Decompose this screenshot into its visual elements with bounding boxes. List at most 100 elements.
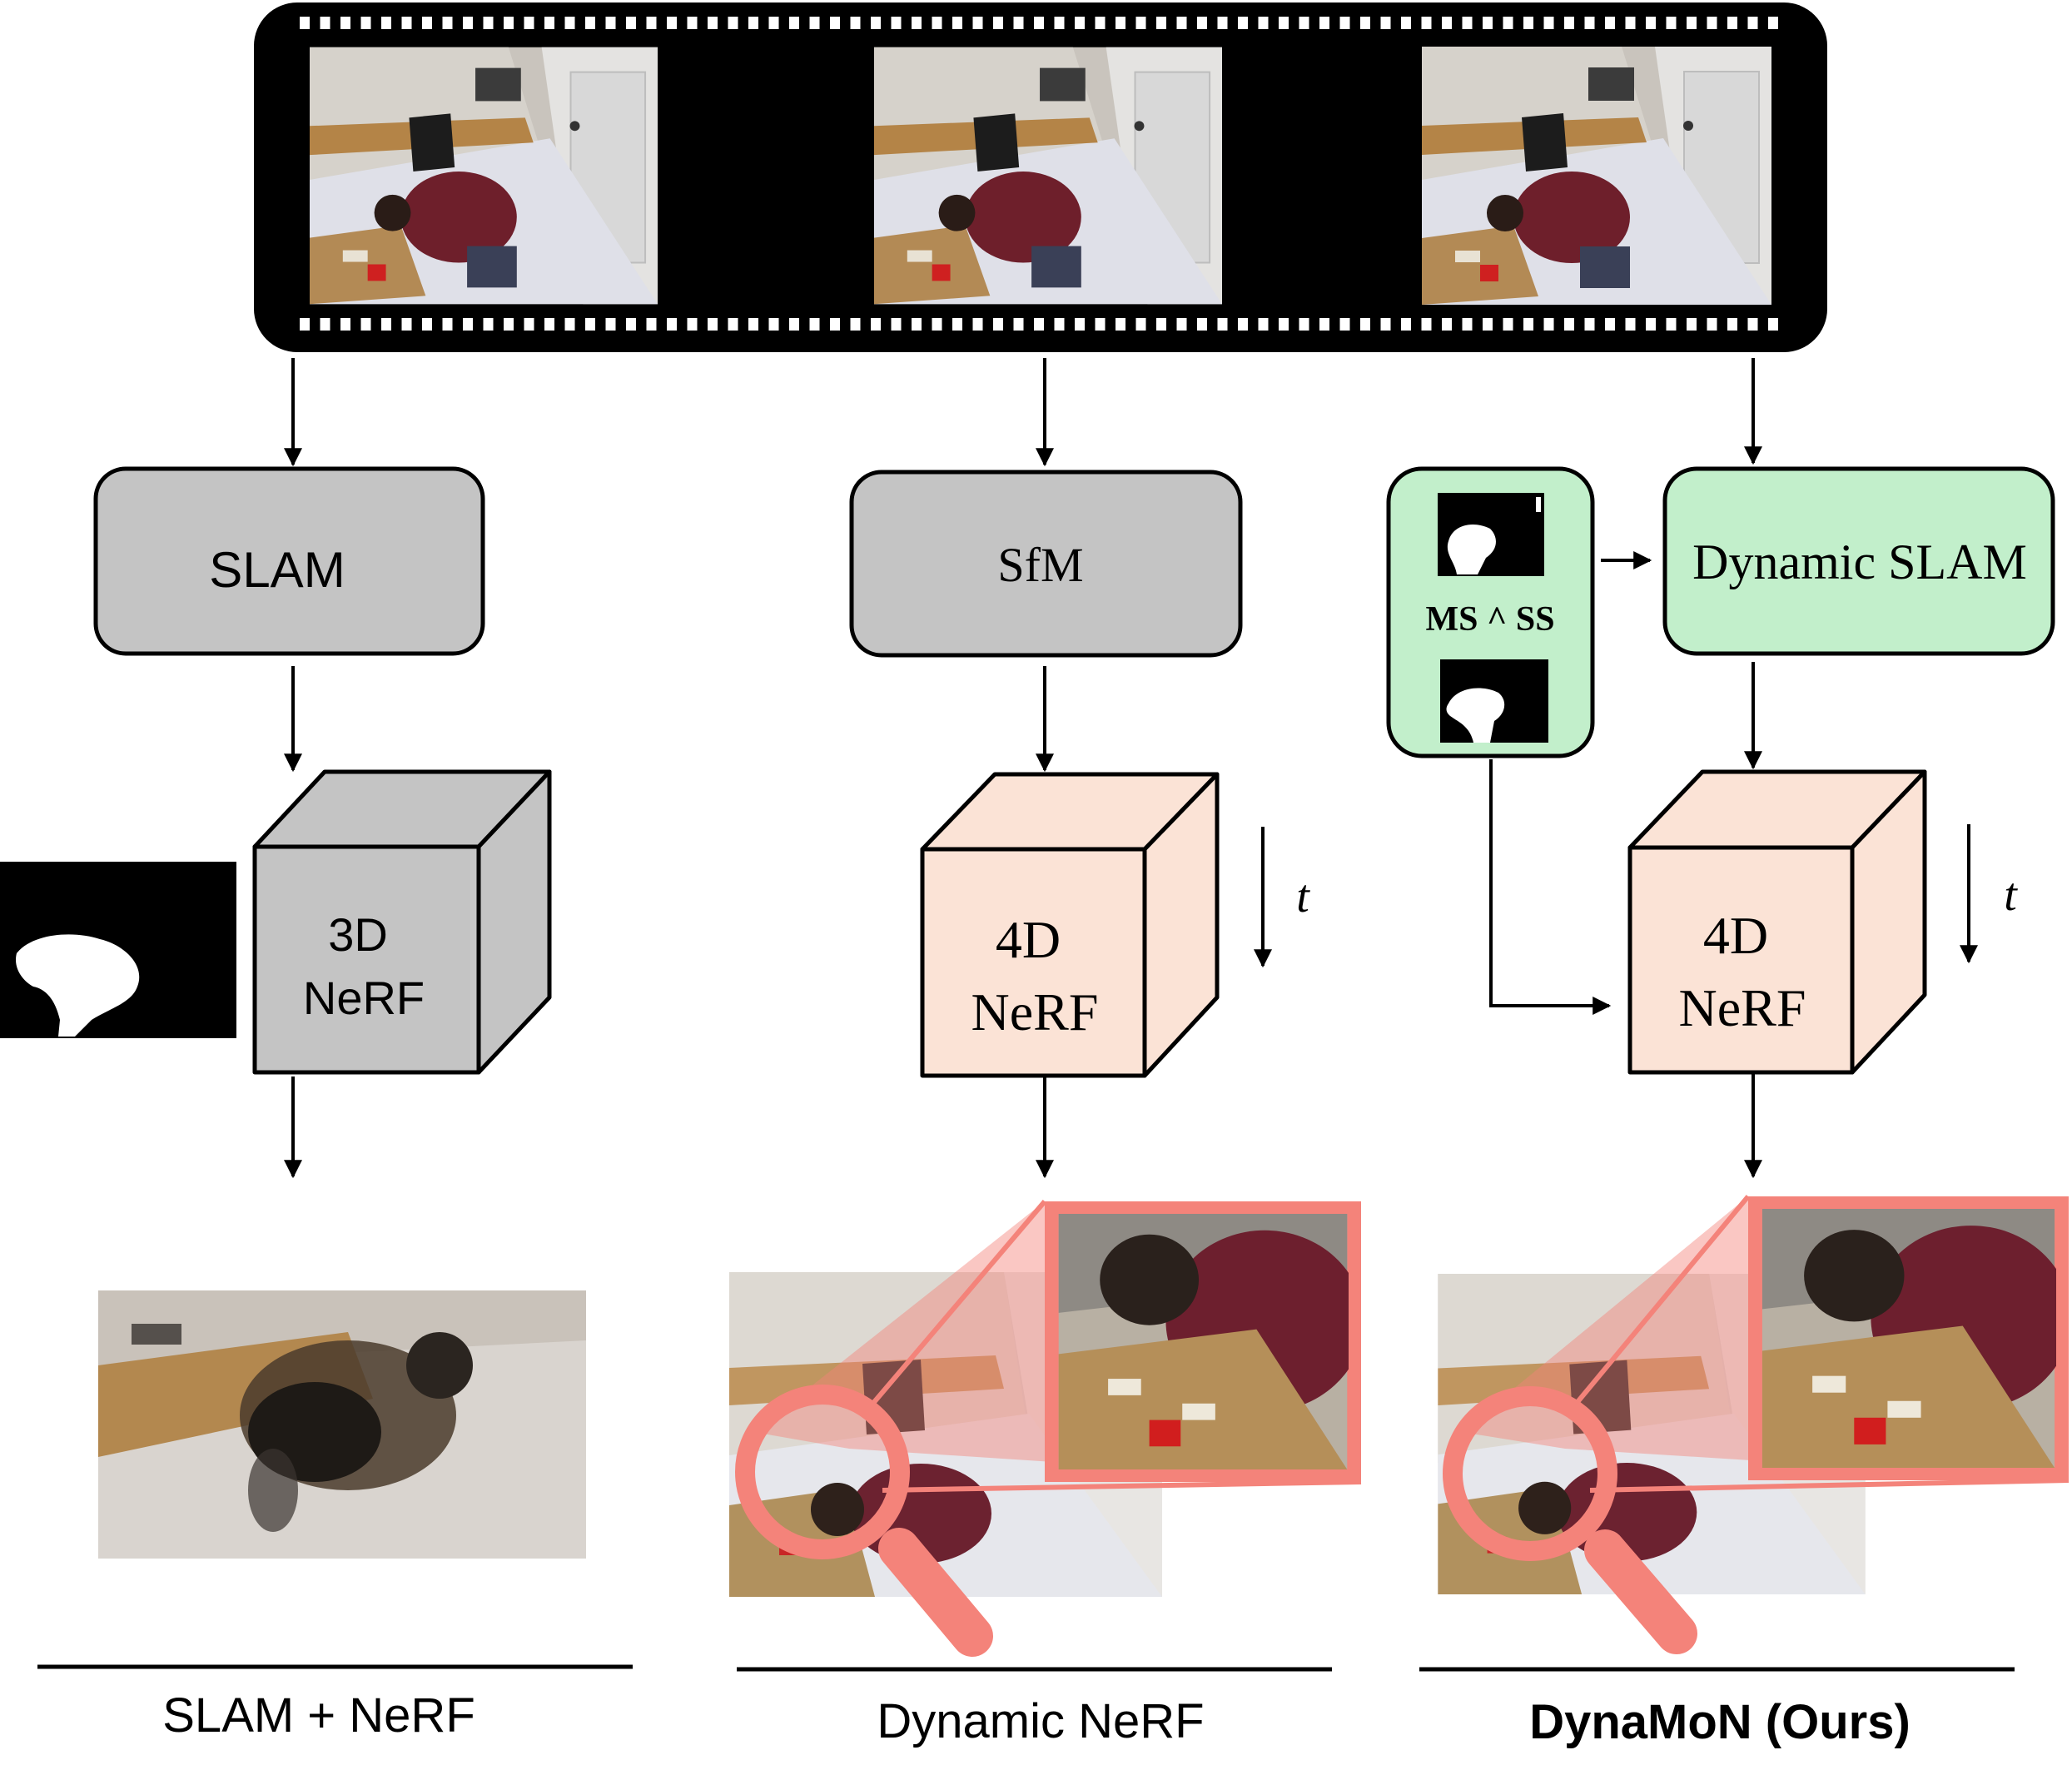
film-perforation (1054, 318, 1065, 331)
film-perforation (1462, 318, 1473, 331)
film-perforation (1135, 318, 1146, 331)
film-perforation (1605, 17, 1615, 29)
slam-box: SLAM (93, 466, 485, 656)
4d-nerf-label-line2-dynamic-nerf: NeRF (971, 982, 1099, 1042)
film-perforation (1238, 17, 1248, 29)
film-perforation (993, 17, 1003, 29)
film-perforation (1380, 17, 1391, 29)
film-perforation (1197, 318, 1207, 331)
film-perforation (1768, 17, 1778, 29)
film-perforation (1217, 318, 1228, 331)
film-perforation (1483, 318, 1493, 331)
film-perforation (1462, 17, 1473, 29)
film-perforation (1543, 318, 1554, 331)
film-perforation (1543, 17, 1554, 29)
video-film-strip (254, 2, 1827, 352)
flow-arrows (284, 358, 1978, 1179)
dynamic-slam-box: Dynamic SLAM (1662, 466, 2055, 656)
film-perforation (483, 318, 494, 331)
film-perforation (1279, 17, 1289, 29)
film-perforation (1747, 17, 1758, 29)
film-perforation (320, 17, 330, 29)
arrow-masks-to-4d-nerf (1489, 759, 1612, 1015)
film-perforation (1176, 318, 1187, 331)
film-perforation (748, 318, 758, 331)
dynamic-nerf-result (729, 1200, 1362, 1657)
film-perforation (1646, 318, 1656, 331)
film-perforation (381, 17, 391, 29)
film-perforation (646, 17, 657, 29)
film-perforation (1442, 17, 1452, 29)
3d-nerf-cube: 3D NeRF (252, 769, 552, 1075)
film-perforation (360, 17, 371, 29)
film-perforation (1156, 318, 1166, 331)
film-perforation (1360, 318, 1370, 331)
film-perforation (1666, 17, 1677, 29)
film-perforation (728, 318, 738, 331)
film-perforation (952, 318, 962, 331)
film-perforation (1299, 17, 1309, 29)
film-perforation (1503, 17, 1513, 29)
time-label-dynamon: t (2004, 869, 2018, 921)
film-perforation (360, 318, 371, 331)
film-perforation (1727, 318, 1737, 331)
film-perforation (626, 17, 636, 29)
film-perforation (422, 17, 432, 29)
film-perforation (1523, 318, 1533, 331)
sfm-label: SfM (997, 538, 1083, 592)
slam-label: SLAM (209, 542, 345, 598)
film-perforation (891, 17, 902, 29)
film-perforation (1258, 318, 1269, 331)
film-perforation (585, 17, 595, 29)
4d-nerf-label-line2-dynamon: NeRF (1679, 978, 1806, 1037)
film-perforation (1116, 17, 1125, 29)
film-perforation (912, 318, 922, 331)
film-perforation (972, 17, 983, 29)
film-perforation (972, 318, 983, 331)
film-perforation (483, 17, 494, 29)
film-perforation (1483, 17, 1493, 29)
film-perforation (544, 17, 554, 29)
film-perforation (1523, 17, 1533, 29)
film-perforation (1176, 17, 1187, 29)
4d-nerf-label-line1-dynamon: 4D (1703, 906, 1768, 965)
film-perforation (1687, 318, 1697, 331)
mask-combination-label: MS ^ SS (1425, 600, 1554, 639)
film-perforation (422, 318, 432, 331)
film-perforation (1095, 17, 1106, 29)
film-perforation (871, 318, 881, 331)
film-perforation (748, 17, 758, 29)
film-perforations-top (300, 17, 1778, 29)
film-perforation (687, 17, 698, 29)
caption-dynamon: DynaMoN (Ours) (1529, 1695, 1911, 1749)
film-perforation (1217, 17, 1228, 29)
film-perforation (1075, 318, 1085, 331)
film-perforation (809, 17, 820, 29)
film-perforation (1013, 17, 1024, 29)
film-perforation (1339, 318, 1350, 331)
video-frame-3 (1422, 47, 1771, 305)
film-perforation (891, 318, 902, 331)
film-perforation (585, 318, 595, 331)
slam-nerf-render-output (98, 1290, 586, 1559)
caption-dynamic-nerf: Dynamic NeRF (877, 1694, 1204, 1748)
film-perforation (1584, 318, 1595, 331)
film-perforation (1605, 318, 1615, 331)
film-perforation (524, 318, 534, 331)
film-perforation (1421, 318, 1432, 331)
film-perforation (789, 17, 799, 29)
film-perforation (667, 17, 677, 29)
film-perforation (1401, 318, 1411, 331)
film-perforation (605, 17, 616, 29)
film-perforation (687, 318, 698, 331)
film-perforation (442, 17, 453, 29)
film-perforation (1625, 318, 1636, 331)
film-perforation (300, 17, 310, 29)
film-perforation (605, 318, 616, 331)
film-perforation (340, 318, 350, 331)
film-perforation (1442, 318, 1452, 331)
film-perforation (1687, 17, 1697, 29)
film-perforation (1034, 318, 1044, 331)
film-perforation (932, 318, 942, 331)
film-perforation (1034, 17, 1044, 29)
